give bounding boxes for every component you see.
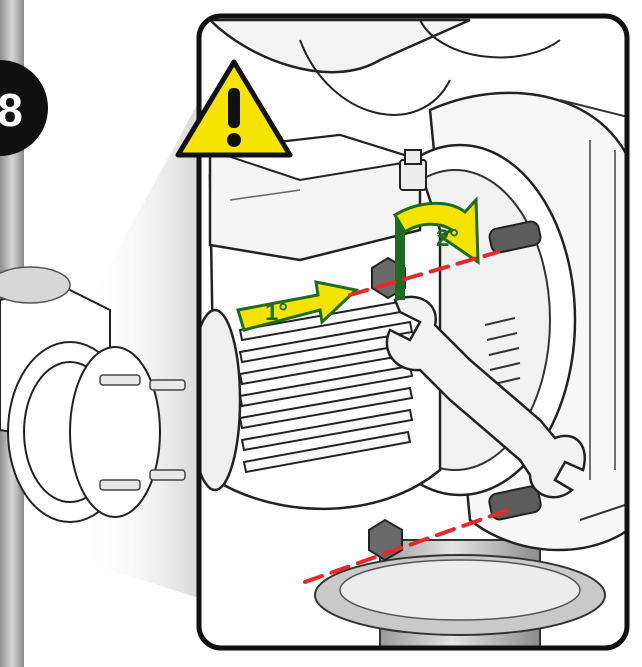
step-badge: [0, 60, 48, 156]
arrow-2-label: 2°: [436, 225, 459, 252]
detail-frame: [196, 13, 630, 651]
step-number: 8: [0, 84, 23, 136]
overview-pump: 8: [0, 0, 205, 667]
warning-triangle-icon: [175, 59, 293, 158]
push-arrow-icon: 1°: [236, 280, 360, 332]
wrench-icon: [385, 295, 586, 499]
alignment-lines: [303, 250, 510, 584]
detail-view: 2° 1°: [196, 13, 630, 651]
arrow-1-label: 1°: [265, 299, 288, 326]
